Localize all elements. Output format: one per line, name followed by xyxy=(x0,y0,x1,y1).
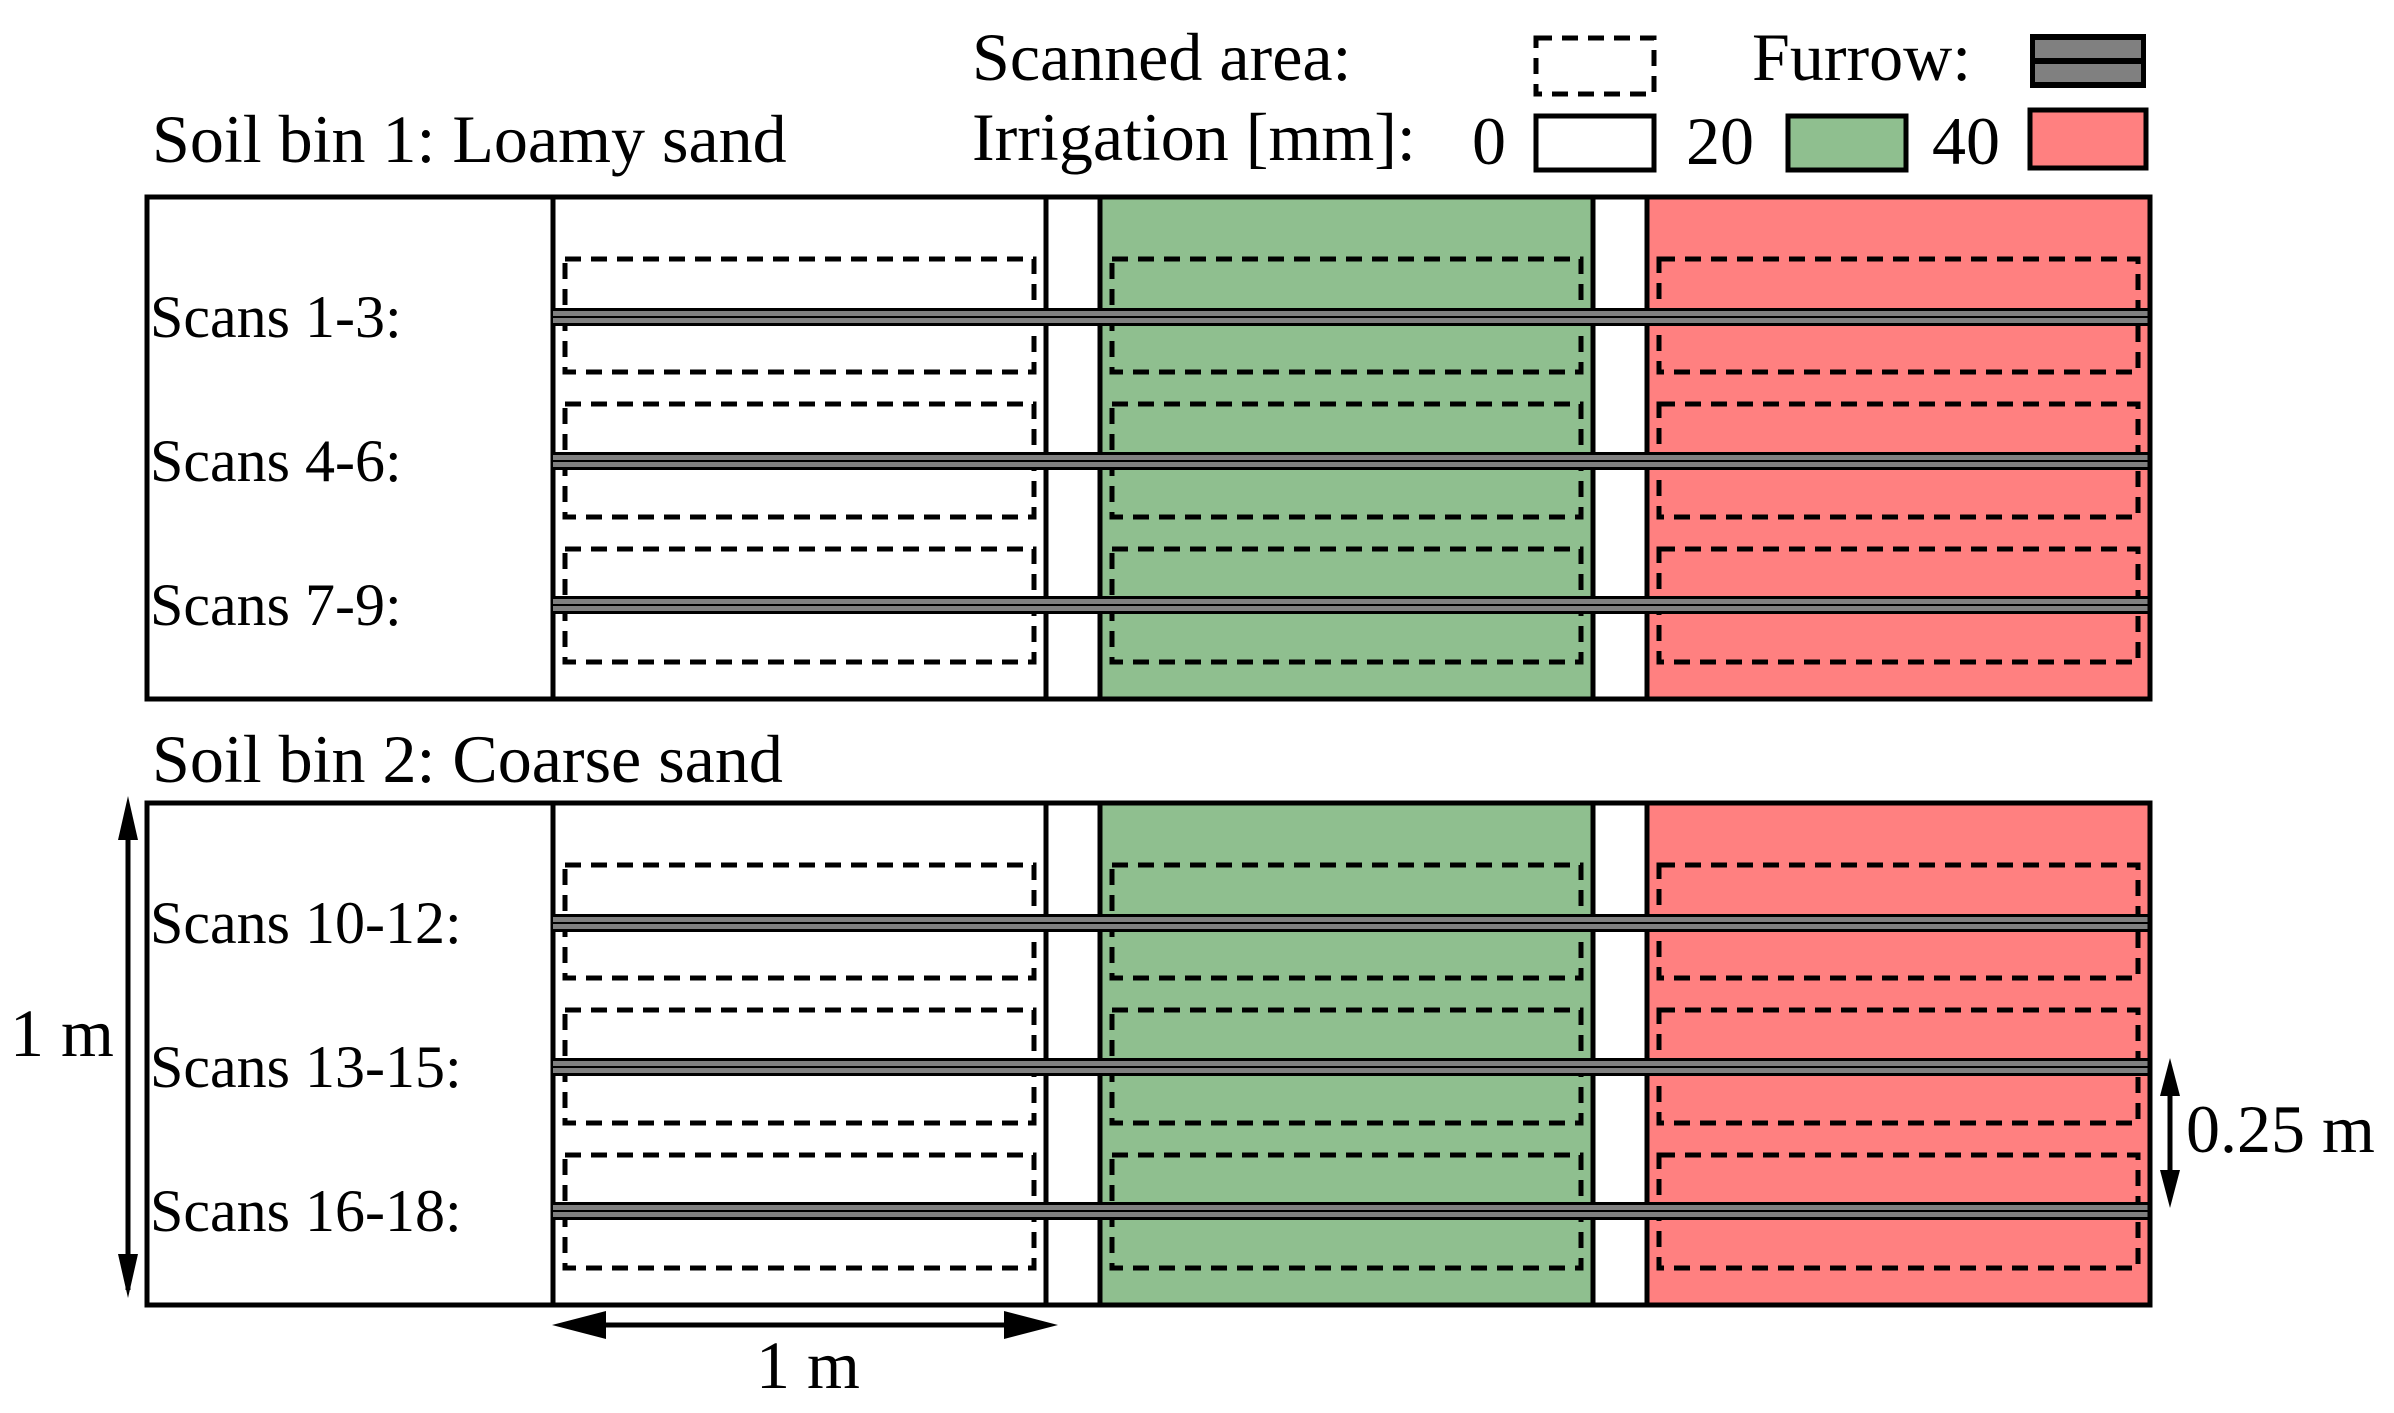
plot-irrigation-20 xyxy=(1097,194,1596,702)
scan-row-label: Scans 1-3: xyxy=(150,284,402,350)
legend-level-20-value: 20 xyxy=(1686,103,1754,179)
legend-level-0-swatch xyxy=(1533,113,1657,173)
legend: Scanned area: Furrow: Irrigation [mm]: 0… xyxy=(972,19,2149,179)
dimension-furrow-spacing: 0.25 m xyxy=(2160,1058,2375,1208)
dimension-plot-width: 1 m xyxy=(552,1311,1058,1403)
soil-bin-outline xyxy=(144,194,2153,702)
legend-level-40-swatch xyxy=(2027,107,2149,171)
furrow-spacing-label: 0.25 m xyxy=(2186,1091,2375,1167)
scan-row-label: Scans 7-9: xyxy=(150,572,402,638)
plot-irrigation-20 xyxy=(1097,800,1596,1308)
legend-scanned-label: Scanned area: xyxy=(972,19,1351,95)
legend-irrigation-label: Irrigation [mm]: xyxy=(972,99,1416,175)
legend-level-40-value: 40 xyxy=(1932,103,2000,179)
furrow xyxy=(553,452,2152,470)
bin-1-title: Soil bin 1: Loamy sand xyxy=(152,101,787,177)
furrow xyxy=(553,914,2152,932)
plot-irrigation-0 xyxy=(550,194,1049,702)
furrow xyxy=(553,1058,2152,1076)
bin-2-title: Soil bin 2: Coarse sand xyxy=(152,721,783,797)
plot-width-label: 1 m xyxy=(756,1327,860,1403)
furrow xyxy=(553,308,2152,326)
furrow xyxy=(553,596,2152,614)
legend-furrow-label: Furrow: xyxy=(1752,19,1971,95)
scan-row-label: Scans 13-15: xyxy=(150,1034,462,1100)
bin-height-label: 1 m xyxy=(10,995,114,1071)
scan-row-label: Scans 16-18: xyxy=(150,1178,462,1244)
plot-irrigation-0 xyxy=(550,800,1049,1308)
legend-furrow-swatch xyxy=(2030,34,2146,88)
scan-row-label: Scans 4-6: xyxy=(150,428,402,494)
soil-bin-1: Scans 1-3: Scans 4-6: Scans 7-9: xyxy=(144,194,2153,702)
soil-bin-outline xyxy=(144,800,2153,1308)
soil-bins: Scans 1-3: Scans 4-6: Scans 7-9: Scans 10-1… xyxy=(144,194,2153,1308)
dimension-bin-height: 1 m xyxy=(10,796,138,1298)
legend-scanned-swatch xyxy=(1533,35,1657,97)
plot-irrigation-40 xyxy=(1644,800,2153,1308)
furrow xyxy=(553,1202,2152,1220)
legend-level-0-value: 0 xyxy=(1472,103,1506,179)
soil-bin-2: Scans 10-12: Scans 13-15: Scans 16-18: xyxy=(144,800,2153,1308)
scan-row-label: Scans 10-12: xyxy=(150,890,462,956)
plot-irrigation-40 xyxy=(1644,194,2153,702)
legend-level-20-swatch xyxy=(1785,113,1909,173)
